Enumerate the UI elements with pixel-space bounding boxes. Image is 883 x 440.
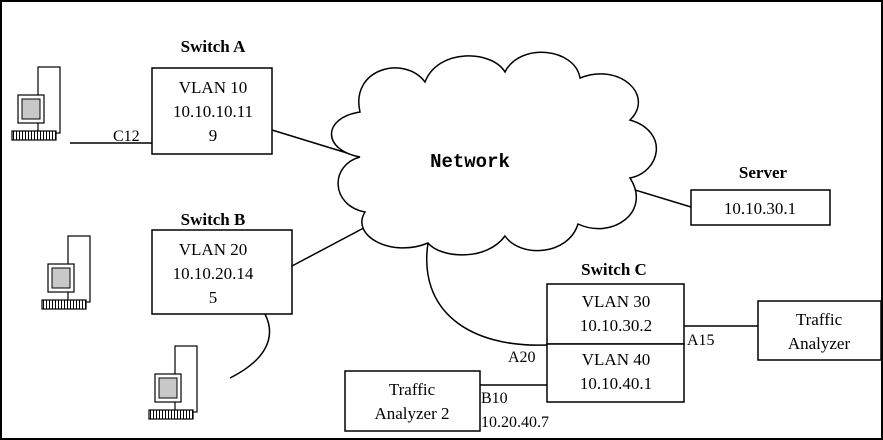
link-network-switch-c bbox=[426, 242, 548, 346]
traffic-analyzer-line1: Traffic bbox=[796, 310, 843, 329]
switch-b-line3: 5 bbox=[209, 288, 218, 307]
server-ip: 10.10.30.1 bbox=[724, 199, 796, 218]
switch-a-vlan: VLAN 10 bbox=[179, 78, 247, 97]
server-title: Server bbox=[739, 163, 788, 182]
link-switch-b-pc bbox=[229, 313, 271, 379]
switch-c-port-a20: A20 bbox=[508, 349, 536, 366]
traffic-analyzer-box bbox=[757, 300, 882, 361]
link-network-server bbox=[634, 189, 692, 208]
switch-b-ip: 10.10.20.14 bbox=[173, 264, 254, 283]
pc-switch-a-icon bbox=[11, 66, 61, 141]
traffic-analyzer-2-line2: Analyzer 2 bbox=[374, 404, 449, 423]
switch-a-port: C12 bbox=[113, 128, 140, 145]
switch-a-box bbox=[151, 67, 273, 155]
traffic-analyzer-2-line1: Traffic bbox=[389, 380, 436, 399]
switch-a-ip: 10.10.10.11 bbox=[173, 102, 253, 121]
switch-b-title: Switch B bbox=[181, 210, 246, 229]
switch-a-title: Switch A bbox=[181, 37, 246, 56]
switch-c-vlan-top: VLAN 30 bbox=[582, 292, 650, 311]
switch-c-ip-top: 10.10.30.2 bbox=[580, 316, 652, 335]
switch-b-box bbox=[151, 229, 293, 315]
pc-switch-b-icon bbox=[41, 235, 91, 310]
switch-c-b10-ip: 10.20.40.7 bbox=[481, 414, 549, 431]
switch-b-vlan: VLAN 20 bbox=[179, 240, 247, 259]
traffic-analyzer-2-box bbox=[344, 370, 481, 432]
switch-c-ip-bottom: 10.10.40.1 bbox=[580, 374, 652, 393]
link-switch-b-network bbox=[291, 221, 376, 267]
switch-c-port-b10: B10 bbox=[481, 390, 508, 407]
switch-c-top-box bbox=[546, 283, 685, 345]
switch-c-bottom-box bbox=[546, 343, 685, 403]
switch-c-port-a15: A15 bbox=[687, 332, 715, 349]
pc-switch-b-lower-icon bbox=[148, 345, 198, 420]
switch-a-line3: 9 bbox=[209, 126, 218, 145]
server-box bbox=[690, 189, 831, 226]
network-cloud bbox=[330, 51, 658, 256]
switch-c-title: Switch C bbox=[581, 260, 647, 279]
switch-c-vlan-bottom: VLAN 40 bbox=[582, 350, 650, 369]
traffic-analyzer-line2: Analyzer bbox=[788, 334, 851, 353]
network-label: Network bbox=[430, 151, 510, 173]
